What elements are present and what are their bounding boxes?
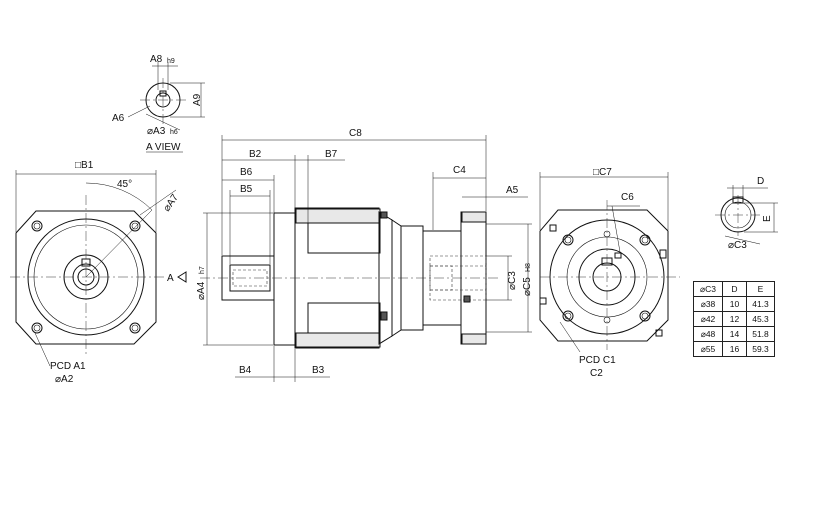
b4-label: B4 xyxy=(239,365,252,376)
table-cell: ⌀42 xyxy=(693,311,723,327)
table-row: ⌀42 12 45.3 xyxy=(693,311,775,327)
table-cell: 45.3 xyxy=(746,311,775,327)
c2-label: C2 xyxy=(590,368,603,379)
a5-label: A5 xyxy=(506,185,519,196)
table-cell: 10 xyxy=(722,296,747,312)
b3-label: B3 xyxy=(312,365,325,376)
table-header: ⌀C3 xyxy=(693,281,723,297)
c3-label: ⌀C3 xyxy=(507,271,518,290)
c3-detail-label: ⌀C3 xyxy=(728,240,747,251)
b2-label: B2 xyxy=(249,149,262,160)
a3-tolerance: h6 xyxy=(170,129,178,136)
a7-label: ⌀A7 xyxy=(161,192,181,214)
c5-label: ⌀C5 xyxy=(522,277,533,296)
table-cell: 16 xyxy=(722,341,747,357)
side-view: C8 B2 B7 B6 B5 ⌀A4 h7 B4 B3 C4 xyxy=(196,128,533,382)
input-flange-view: □B1 45° ⌀A7 A PCD A1 ⌀A2 xyxy=(10,160,187,385)
b1-label: □B1 xyxy=(75,160,94,171)
dimension-table: ⌀C3 D E ⌀38 10 41.3 ⌀42 12 45.3 ⌀48 14 5… xyxy=(693,281,775,357)
output-flange-view: □C7 C6 PCD C1 C2 xyxy=(539,167,680,379)
a4-label: ⌀A4 xyxy=(196,281,207,300)
a9-label: A9 xyxy=(192,93,203,106)
pcd-a1-label: PCD A1 xyxy=(50,361,86,372)
table-cell: 12 xyxy=(722,311,747,327)
a3-label: ⌀A3 xyxy=(147,126,166,137)
table-row: ⌀48 14 51.8 xyxy=(693,326,775,342)
c8-label: C8 xyxy=(349,128,362,139)
table-cell: 59.3 xyxy=(746,341,775,357)
table-row: ⌀38 10 41.3 xyxy=(693,296,775,312)
a6-label: A6 xyxy=(112,113,125,124)
e-label: E xyxy=(762,215,773,222)
table-row: ⌀55 16 59.3 xyxy=(693,341,775,357)
table-cell: 14 xyxy=(722,326,747,342)
keyway-detail: D E ⌀C3 xyxy=(715,176,778,251)
table-cell: 51.8 xyxy=(746,326,775,342)
a-view-title: A VIEW xyxy=(146,142,181,153)
c5-tolerance: H8 xyxy=(525,263,532,272)
pcd-c1-label: PCD C1 xyxy=(579,355,616,366)
table-cell: ⌀38 xyxy=(693,296,723,312)
d-label: D xyxy=(757,176,764,187)
b7-label: B7 xyxy=(325,149,338,160)
a8-tolerance: h9 xyxy=(167,58,175,65)
table-cell: ⌀55 xyxy=(693,341,723,357)
c7-label: □C7 xyxy=(593,167,612,178)
table-header: E xyxy=(746,281,775,297)
c4-label: C4 xyxy=(453,165,466,176)
table-cell: ⌀48 xyxy=(693,326,723,342)
table-header: D xyxy=(722,281,747,297)
view-a-marker: A xyxy=(167,273,174,284)
angle-label: 45° xyxy=(117,179,132,190)
a8-label: A8 xyxy=(150,54,163,65)
c6-label: C6 xyxy=(621,192,634,203)
table-cell: 41.3 xyxy=(746,296,775,312)
a2-label: ⌀A2 xyxy=(55,374,74,385)
b6-label: B6 xyxy=(240,167,253,178)
a4-tolerance: h7 xyxy=(199,266,206,274)
a-view: A8 h9 A9 A6 ⌀A3 h6 A VIEW xyxy=(112,54,205,153)
table-header-row: ⌀C3 D E xyxy=(693,281,775,297)
b5-label: B5 xyxy=(240,184,253,195)
